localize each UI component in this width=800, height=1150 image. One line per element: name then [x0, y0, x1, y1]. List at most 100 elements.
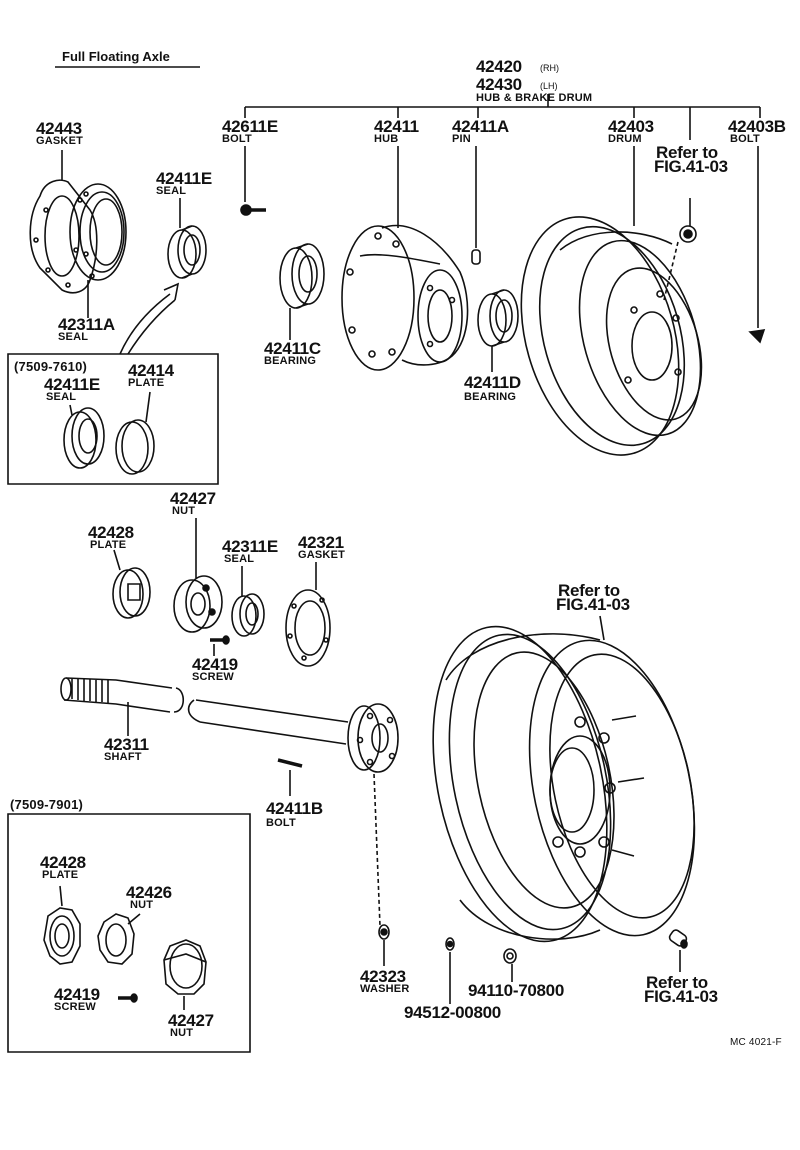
part-number: 94512-00800 [404, 1003, 501, 1022]
nut-94110 [504, 949, 516, 963]
gasket-42321 [286, 590, 330, 666]
part-number: 94110-70800 [468, 981, 564, 1000]
reference-figure: FIG.41-03 [644, 987, 718, 1006]
part-number: 42321 [298, 533, 344, 552]
assembly-name: HUB & BRAKE DRUM [476, 92, 593, 104]
part-name: WASHER [360, 983, 410, 995]
part-number: 42426 [126, 883, 172, 902]
part-name: PLATE [128, 377, 165, 389]
part-number: 42311E [222, 537, 278, 556]
leader-line [146, 392, 150, 422]
part-name: BOLT [730, 133, 760, 145]
part-name: PIN [452, 133, 471, 145]
dashed-guide [374, 774, 380, 926]
part-number: 42311A [58, 315, 115, 334]
pin-42411a [472, 250, 480, 264]
assembly-number-lh: 42430 [476, 75, 522, 94]
hub-42411 [342, 226, 468, 370]
bolt-42411b [278, 760, 302, 766]
seal-42411e [168, 226, 206, 278]
part-number: 42611E [222, 117, 278, 136]
assembly-tag-lh: (LH) [540, 81, 558, 91]
leader-line [128, 914, 140, 924]
bolt-42611e [241, 205, 266, 215]
part-number: 42411E [44, 375, 100, 394]
leader-line [70, 405, 72, 415]
part-number: 42443 [36, 119, 82, 138]
part-number: 42419 [192, 655, 238, 674]
reference-text: Refer to [558, 581, 620, 600]
assembly-tag-rh: (RH) [540, 63, 559, 73]
part-name: SEAL [156, 185, 187, 197]
reference-figure: FIG.41-03 [556, 595, 630, 614]
box2-screw [118, 994, 137, 1002]
part-name: BOLT [222, 133, 252, 145]
part-name: SCREW [54, 1001, 96, 1013]
part-name: SEAL [58, 331, 89, 343]
box1-pointer [120, 284, 178, 354]
diagram-title: Full Floating Axle [62, 49, 170, 64]
part-number: 42403 [608, 117, 654, 136]
assembly-number-rh: 42420 [476, 57, 522, 76]
part-number: 42311 [104, 735, 149, 754]
wheel [407, 610, 720, 957]
variant-box-7509-7610 [8, 354, 218, 484]
part-number: 42411C [264, 339, 321, 358]
seal-42311a [70, 184, 126, 280]
part-number: 42411 [374, 117, 419, 136]
part-number: 42428 [40, 853, 86, 872]
leader-line [114, 550, 120, 570]
part-name: BEARING [464, 391, 517, 403]
part-number: 42428 [88, 523, 134, 542]
leader-line [600, 616, 604, 640]
part-name: GASKET [36, 135, 84, 147]
drum-nut [680, 226, 696, 242]
part-name: NUT [170, 1027, 194, 1039]
bearing-42411d [478, 290, 518, 346]
part-name: SCREW [192, 671, 234, 683]
shaft-42311 [61, 678, 348, 744]
part-name: SHAFT [104, 751, 142, 763]
variant-box-7509-7901 [8, 814, 250, 1052]
seal-42311e [232, 594, 264, 636]
part-number: 42427 [170, 489, 216, 508]
plate-42428 [113, 568, 150, 618]
part-name: HUB [374, 133, 399, 145]
washer-42323 [379, 925, 389, 939]
part-name: NUT [172, 505, 196, 517]
variant-range: (7509-7610) [14, 359, 88, 374]
figure-code: MC 4021-F [730, 1037, 782, 1048]
part-name: SEAL [46, 391, 77, 403]
screw-42419 [210, 636, 229, 644]
dashed-guide [664, 242, 678, 300]
box1-seal [64, 408, 104, 468]
bearing-42411c [280, 244, 324, 308]
part-number: 42414 [128, 361, 174, 380]
part-name: PLATE [42, 869, 79, 881]
part-name: GASKET [298, 549, 346, 561]
reference-text: Refer to [646, 973, 708, 992]
box2-nut [98, 914, 134, 964]
box2-plate [44, 908, 80, 964]
assembly-bracket [245, 94, 760, 140]
part-name: BEARING [264, 355, 317, 367]
reference-text: Refer to [656, 143, 718, 162]
reference-figure: FIG.41-03 [654, 157, 728, 176]
nut-42427 [174, 576, 222, 632]
part-number: 42427 [168, 1011, 214, 1030]
part-name: NUT [130, 899, 154, 911]
leader-line [60, 886, 62, 906]
box2-nut-42427 [164, 940, 206, 994]
part-name: BOLT [266, 817, 296, 829]
part-number: 42411B [266, 799, 323, 818]
bolt-42403b [750, 330, 764, 342]
part-name: DRUM [608, 133, 642, 145]
lug-nut-ref [668, 928, 688, 948]
part-number: 42411D [464, 373, 521, 392]
gasket-42443 [30, 180, 97, 293]
part-number: 42419 [54, 985, 100, 1004]
box1-plate [116, 420, 154, 474]
part-name: SEAL [224, 553, 255, 565]
nut-94512 [446, 938, 454, 950]
